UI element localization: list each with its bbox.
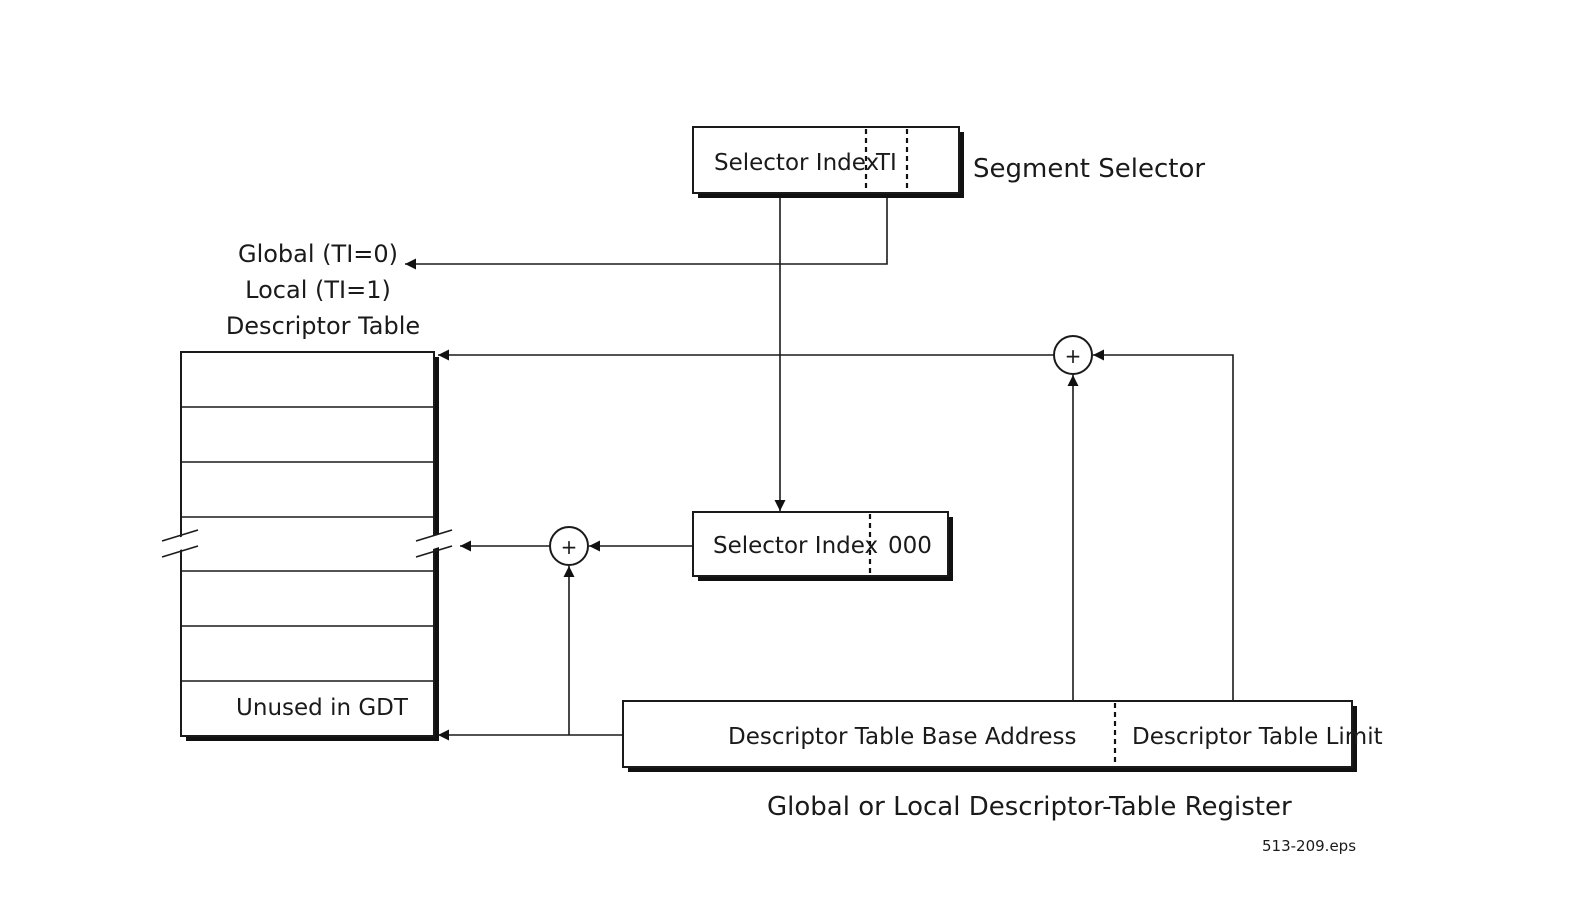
upper-adder: + xyxy=(1053,335,1093,375)
base-address-field-label: Descriptor Table Base Address xyxy=(728,724,1077,750)
ti-field-label: TI xyxy=(875,150,897,176)
lower-adder-symbol: + xyxy=(561,535,578,559)
right-break-mark xyxy=(415,529,453,558)
selector-index-field-label: Selector Index xyxy=(714,150,879,176)
scaled-selector-index-label: Selector Index xyxy=(713,533,878,559)
lower-adder: + xyxy=(549,526,589,566)
segment-selector-box: Selector Index TI xyxy=(692,126,964,198)
global-ti-label: Global (TI=0) xyxy=(238,240,398,268)
left-break-mark xyxy=(161,529,202,558)
limit-feed-arrow xyxy=(1093,349,1234,701)
scaled-suffix-label: 000 xyxy=(888,533,932,559)
figure-file-label: 513-209.eps xyxy=(1262,837,1356,855)
scaled-selector-box: Selector Index 000 xyxy=(692,511,953,581)
descriptor-table: Unused in GDT xyxy=(161,351,453,741)
unused-in-gdt-label: Unused in GDT xyxy=(236,695,409,721)
descriptor-table-title: Descriptor Table xyxy=(226,312,420,340)
local-ti-label: Local (TI=1) xyxy=(245,276,391,304)
upper-adder-symbol: + xyxy=(1065,344,1082,368)
register-caption: Global or Local Descriptor-Table Registe… xyxy=(767,792,1292,822)
limit-field-label: Descriptor Table Limit xyxy=(1132,724,1383,750)
segment-selector-caption: Segment Selector xyxy=(973,154,1205,184)
ti-select-arrow xyxy=(405,198,888,270)
descriptor-table-register: Descriptor Table Base Address Descriptor… xyxy=(622,700,1383,772)
